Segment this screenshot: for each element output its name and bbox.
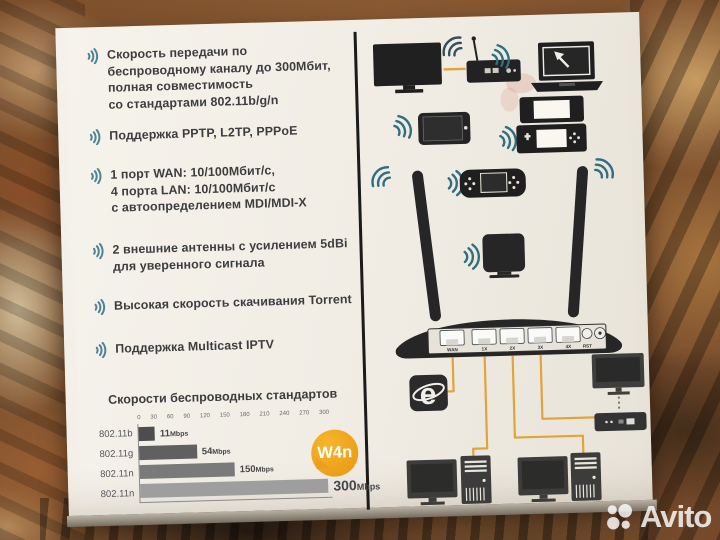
category-label: 802.11n (100, 487, 135, 500)
wifi-bullet-icon (90, 167, 102, 185)
desktop-pc-icon (517, 452, 602, 503)
feature-item: 1 порт WAN: 10/100Мбит/с, 4 порта LAN: 1… (89, 160, 367, 217)
feature-item: 2 внешние антенны с усилением 5dBi для у… (91, 235, 369, 276)
reset-label: RST (583, 343, 593, 348)
avito-text: Avito (640, 499, 712, 534)
handheld-console-psp-icon (459, 168, 526, 198)
wifi-bullet-icon (95, 341, 107, 359)
axis-tick-label: 240 (279, 410, 290, 418)
internet-explorer-icon: e (409, 374, 448, 412)
axis-tick-label: 210 (259, 411, 270, 418)
network-diagram: WAN 1X 2X 3X 4X RST e (367, 32, 647, 506)
bar-row: 54Mbps (138, 441, 331, 461)
port-label: 3X (538, 345, 545, 350)
bar-802-11n-300 (140, 478, 329, 499)
wifi-waves-icon (497, 124, 520, 154)
wifi-waves-icon (589, 154, 619, 184)
router-antenna-right (567, 166, 589, 318)
router-box-back-panel: Скорость передачи по беспроводному канал… (55, 11, 658, 528)
bar-value-label: 54Mbps (201, 445, 231, 457)
media-player-icon (466, 36, 521, 83)
desktop-pc-icon (406, 455, 492, 506)
feature-item: Скорость передачи по беспроводному канал… (86, 40, 365, 114)
bar-802-11n-150 (139, 462, 235, 480)
port-label: 2X (510, 346, 517, 351)
avito-logo-icon (607, 503, 633, 529)
feature-text: Скорость передачи по беспроводному канал… (106, 43, 331, 112)
lan-cables (447, 354, 595, 457)
axis-tick-label: 90 (183, 413, 191, 420)
axis-tick-label: 0 (137, 415, 141, 422)
category-label: 802.11n (99, 468, 134, 481)
reset-button (581, 328, 593, 339)
axis-tick-label: 30 (150, 414, 158, 421)
feature-item: Поддержка PPTP, L2TP, PPPoE (88, 121, 365, 146)
wifi-waves-icon (463, 243, 481, 271)
monitor-icon (591, 353, 645, 395)
port-label: 4X (566, 344, 573, 349)
category-labels: 802.11b 802.11g 802.11n 802.11n (84, 424, 139, 504)
wifi-waves-icon (367, 162, 396, 193)
tablet-icon (417, 111, 471, 146)
tv-cable (443, 67, 466, 71)
router-antenna-left (412, 170, 441, 322)
category-label: 802.11b (98, 428, 133, 441)
wireless-adapter-icon (482, 233, 526, 279)
bar-802-11g (138, 444, 197, 461)
axis-tick-label: 60 (166, 414, 174, 421)
svg-text:e: e (419, 378, 437, 411)
laptop-icon (531, 41, 603, 92)
feature-text: 1 порт WAN: 10/100Мбит/с, 4 порта LAN: 1… (110, 163, 307, 215)
wifi-bullet-icon (92, 242, 104, 260)
bar-value-label: 150Mbps (239, 463, 274, 475)
wifi-bullet-icon (89, 129, 101, 146)
axis-tick-label: 270 (299, 410, 310, 417)
router-icon: WAN 1X 2X 3X 4X RST (395, 319, 623, 359)
bar-value-label: 11Mbps (159, 427, 189, 439)
axis-tick-label: 120 (199, 413, 211, 420)
axis-tick-label: 150 (219, 412, 230, 419)
feature-text: Поддержка PPTP, L2TP, PPPoE (109, 123, 298, 143)
bar-row: 300Mbps (140, 477, 380, 499)
bar-802-11b (138, 426, 156, 442)
feature-text: Высокая скорость скачивания Torrent (113, 292, 352, 313)
port-label: WAN (447, 347, 459, 352)
handheld-console-ds-icon (516, 95, 587, 154)
feature-text: Поддержка Multicast IPTV (115, 337, 275, 356)
feature-text: 2 внешние антенны с усилением 5dBi для у… (112, 236, 348, 274)
port-label: 1X (482, 346, 489, 351)
chart-title: Скорости беспроводных стандартов (107, 386, 338, 407)
axis-tick-label: 300 (319, 409, 330, 417)
router-ports (439, 326, 606, 346)
bar-row: 150Mbps (139, 460, 332, 480)
plot-area: 11Mbps 54Mbps 150Mbps 300Mbps (137, 418, 380, 504)
wifi-waves-icon (438, 32, 468, 62)
media-box-icon (594, 411, 647, 432)
category-label: 802.11g (99, 448, 134, 461)
wifi-bullet-icon (87, 48, 99, 65)
wifi-waves-icon (390, 112, 416, 143)
bar-row: 11Mbps (138, 422, 330, 442)
axis-tick-label: 180 (239, 411, 250, 419)
feature-item: Высокая скорость скачивания Torrent (93, 291, 370, 316)
avito-watermark: Avito (604, 499, 712, 535)
feature-item: Поддержка Multicast IPTV (94, 334, 371, 359)
tv-icon (372, 42, 442, 94)
wifi-bullet-icon (94, 298, 106, 316)
